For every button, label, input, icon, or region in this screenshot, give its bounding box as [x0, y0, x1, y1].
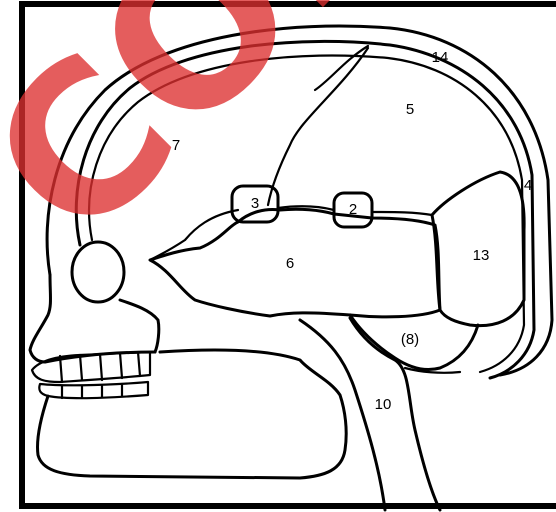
- face-profile: [30, 275, 51, 362]
- region-6: [150, 209, 440, 317]
- mandible: [37, 350, 346, 478]
- region-2-13-boundary: [372, 212, 432, 215]
- cheekbone-outline: [120, 300, 159, 352]
- label-14: 14: [432, 49, 449, 66]
- label-5: 5: [406, 101, 414, 118]
- label-3: 3: [251, 195, 259, 212]
- label-4: 4: [524, 177, 532, 194]
- label-13: 13: [473, 247, 490, 264]
- label-8: (8): [401, 331, 419, 348]
- label-2: 2: [349, 201, 357, 218]
- teeth: [32, 352, 150, 398]
- label-6: 6: [286, 255, 294, 272]
- region-10-front: [300, 320, 385, 510]
- label-10: 10: [375, 396, 392, 413]
